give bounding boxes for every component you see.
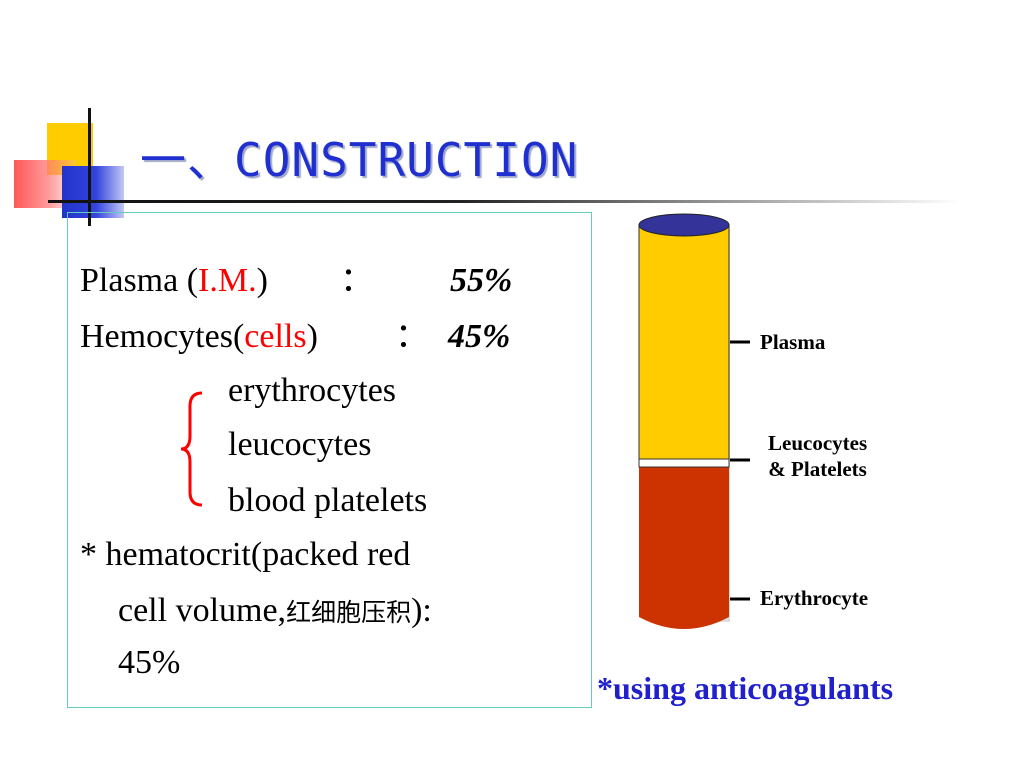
hemocytes-line: Hemocytes(cells) (80, 320, 318, 354)
plasma-line: Plasma (I.M.) (80, 264, 268, 298)
tube-cap (638, 213, 730, 237)
hemocytes-label: Hemocytes( (80, 318, 245, 355)
label-leucocytes-line1: Leucocytes (768, 431, 868, 455)
label-leucocytes-line2: & Platelets (768, 457, 867, 482)
label-leucocytes-platelets: Leucocytes & Platelets (768, 430, 867, 483)
cell-type-platelets: blood platelets (228, 482, 428, 519)
slide-title: 一、CONSTRUCTION (140, 133, 579, 187)
cell-type-erythrocytes: erythrocytes (228, 372, 397, 409)
plasma-im: I.M. (198, 262, 257, 299)
hemocytes-value: 45% (448, 318, 511, 355)
title-underline (48, 200, 960, 203)
hematocrit-prefix: cell volume, (118, 592, 287, 629)
plasma-label: Plasma ( (80, 262, 199, 299)
plasma-value: 55% (450, 262, 513, 299)
plasma-close: ) (256, 262, 268, 299)
hematocrit-suffix: ): (411, 592, 432, 629)
plasma-colon: ： (340, 262, 374, 299)
cell-type-leucocytes: leucocytes (228, 426, 372, 463)
title-deco-vertical-line (88, 108, 91, 226)
label-erythrocyte: Erythrocyte (760, 586, 869, 610)
title-deco-blue-square (62, 166, 124, 218)
hematocrit-value: 45% (118, 644, 181, 681)
hemocytes-cells: cells (244, 318, 307, 355)
label-plasma: Plasma (760, 330, 826, 354)
plasma-layer (638, 224, 730, 460)
hematocrit-line-1: * hematocrit(packed red (80, 536, 411, 573)
test-tube-diagram (638, 213, 750, 629)
content-text-box (67, 212, 592, 708)
hemocytes-close: ) (306, 318, 318, 355)
hematocrit-line-2: cell volume,红细胞压积): (118, 594, 432, 628)
buffy-coat-layer (638, 458, 730, 468)
hemocytes-colon: ： (395, 318, 429, 355)
anticoagulant-note: *using anticoagulants (597, 670, 894, 706)
curly-brace-icon (180, 391, 203, 507)
erythrocyte-layer (639, 467, 729, 629)
hematocrit-chinese: 红细胞压积 (286, 598, 412, 627)
